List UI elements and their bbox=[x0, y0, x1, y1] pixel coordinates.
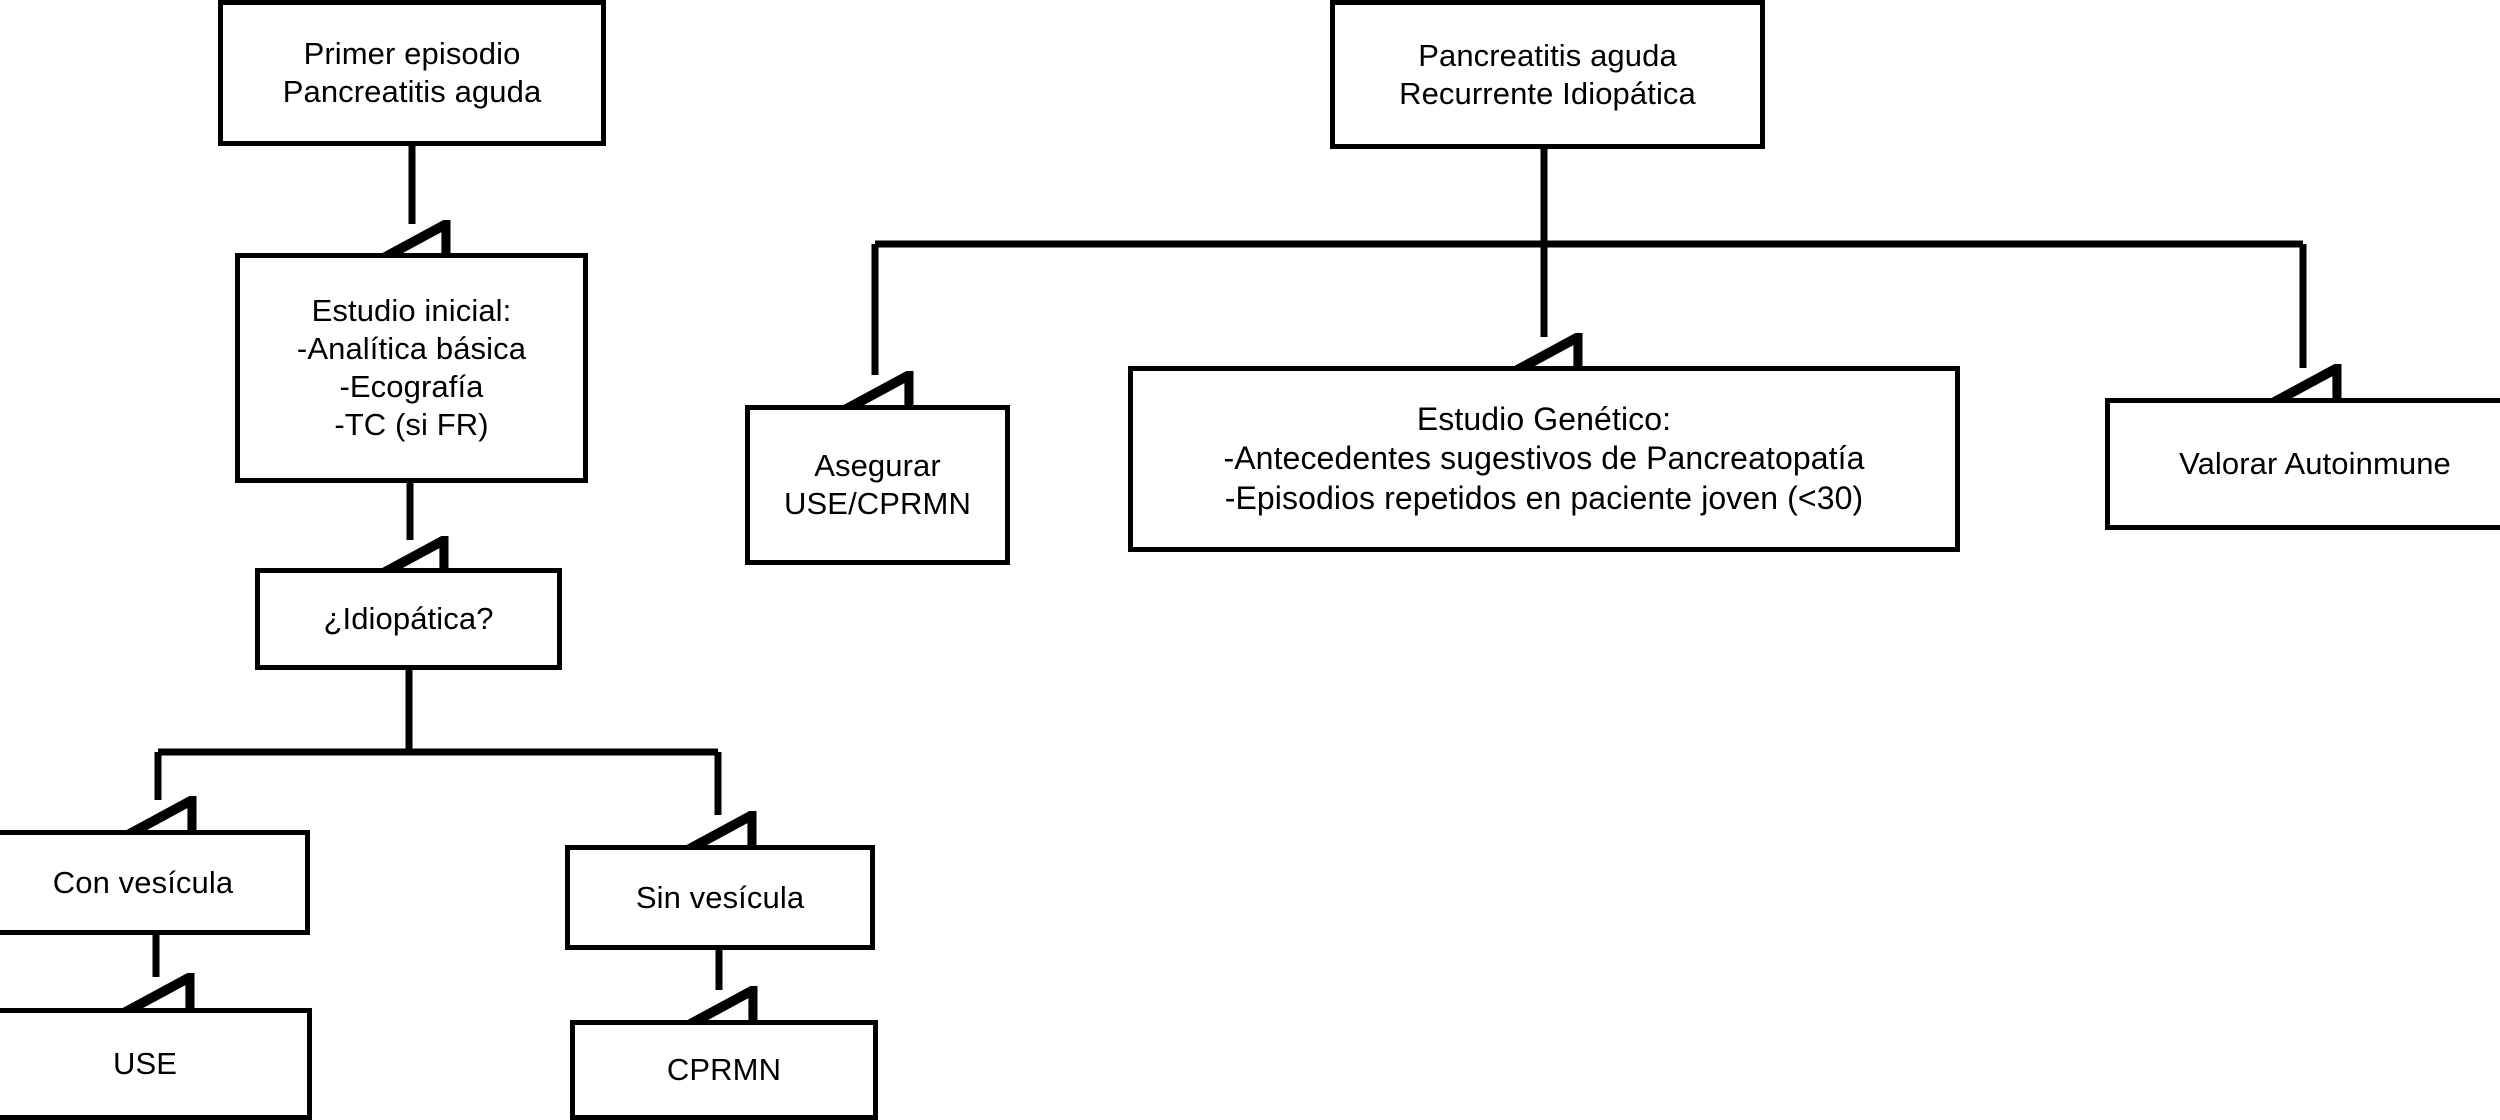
node-label: ¿Idiopática? bbox=[323, 601, 494, 637]
connector-idiopatica-bus bbox=[158, 670, 718, 756]
node-label: Con vesícula bbox=[52, 864, 234, 900]
node-asegurar-use-cprmn[interactable]: Asegurar USE/CPRMN bbox=[745, 405, 1010, 565]
node-primer-episodio[interactable]: Primer episodio Pancreatitis aguda bbox=[218, 0, 606, 146]
node-valorar-autoinmune[interactable]: Valorar Autoinmune bbox=[2105, 398, 2500, 530]
node-label: Estudio inicial: -Analítica básica -Ecog… bbox=[296, 293, 527, 442]
node-label: Valorar Autoinmune bbox=[2179, 446, 2451, 482]
node-label: Pancreatitis aguda Recurrente Idiopática bbox=[1399, 37, 1696, 111]
node-label: Primer episodio Pancreatitis aguda bbox=[282, 36, 542, 109]
node-cprmn[interactable]: CPRMN bbox=[570, 1020, 878, 1120]
node-label: Estudio Genético: -Antecedentes sugestiv… bbox=[1223, 401, 1865, 516]
node-label: Asegurar USE/CPRMN bbox=[784, 448, 971, 521]
node-pancreatitis-recurrente-idiopatica[interactable]: Pancreatitis aguda Recurrente Idiopática bbox=[1330, 0, 1765, 149]
node-label: USE bbox=[112, 1046, 178, 1082]
node-sin-vesicula[interactable]: Sin vesícula bbox=[565, 845, 875, 950]
node-use[interactable]: USE bbox=[0, 1008, 312, 1120]
node-estudio-genetico[interactable]: Estudio Genético: -Antecedentes sugestiv… bbox=[1128, 366, 1960, 552]
node-label: CPRMN bbox=[666, 1052, 782, 1088]
node-con-vesicula[interactable]: Con vesícula bbox=[0, 830, 310, 935]
node-idiopatica[interactable]: ¿Idiopática? bbox=[255, 568, 562, 670]
node-estudio-inicial[interactable]: Estudio inicial: -Analítica básica -Ecog… bbox=[235, 253, 588, 483]
node-label: Sin vesícula bbox=[635, 879, 805, 915]
connector-par-bus bbox=[875, 149, 2303, 248]
